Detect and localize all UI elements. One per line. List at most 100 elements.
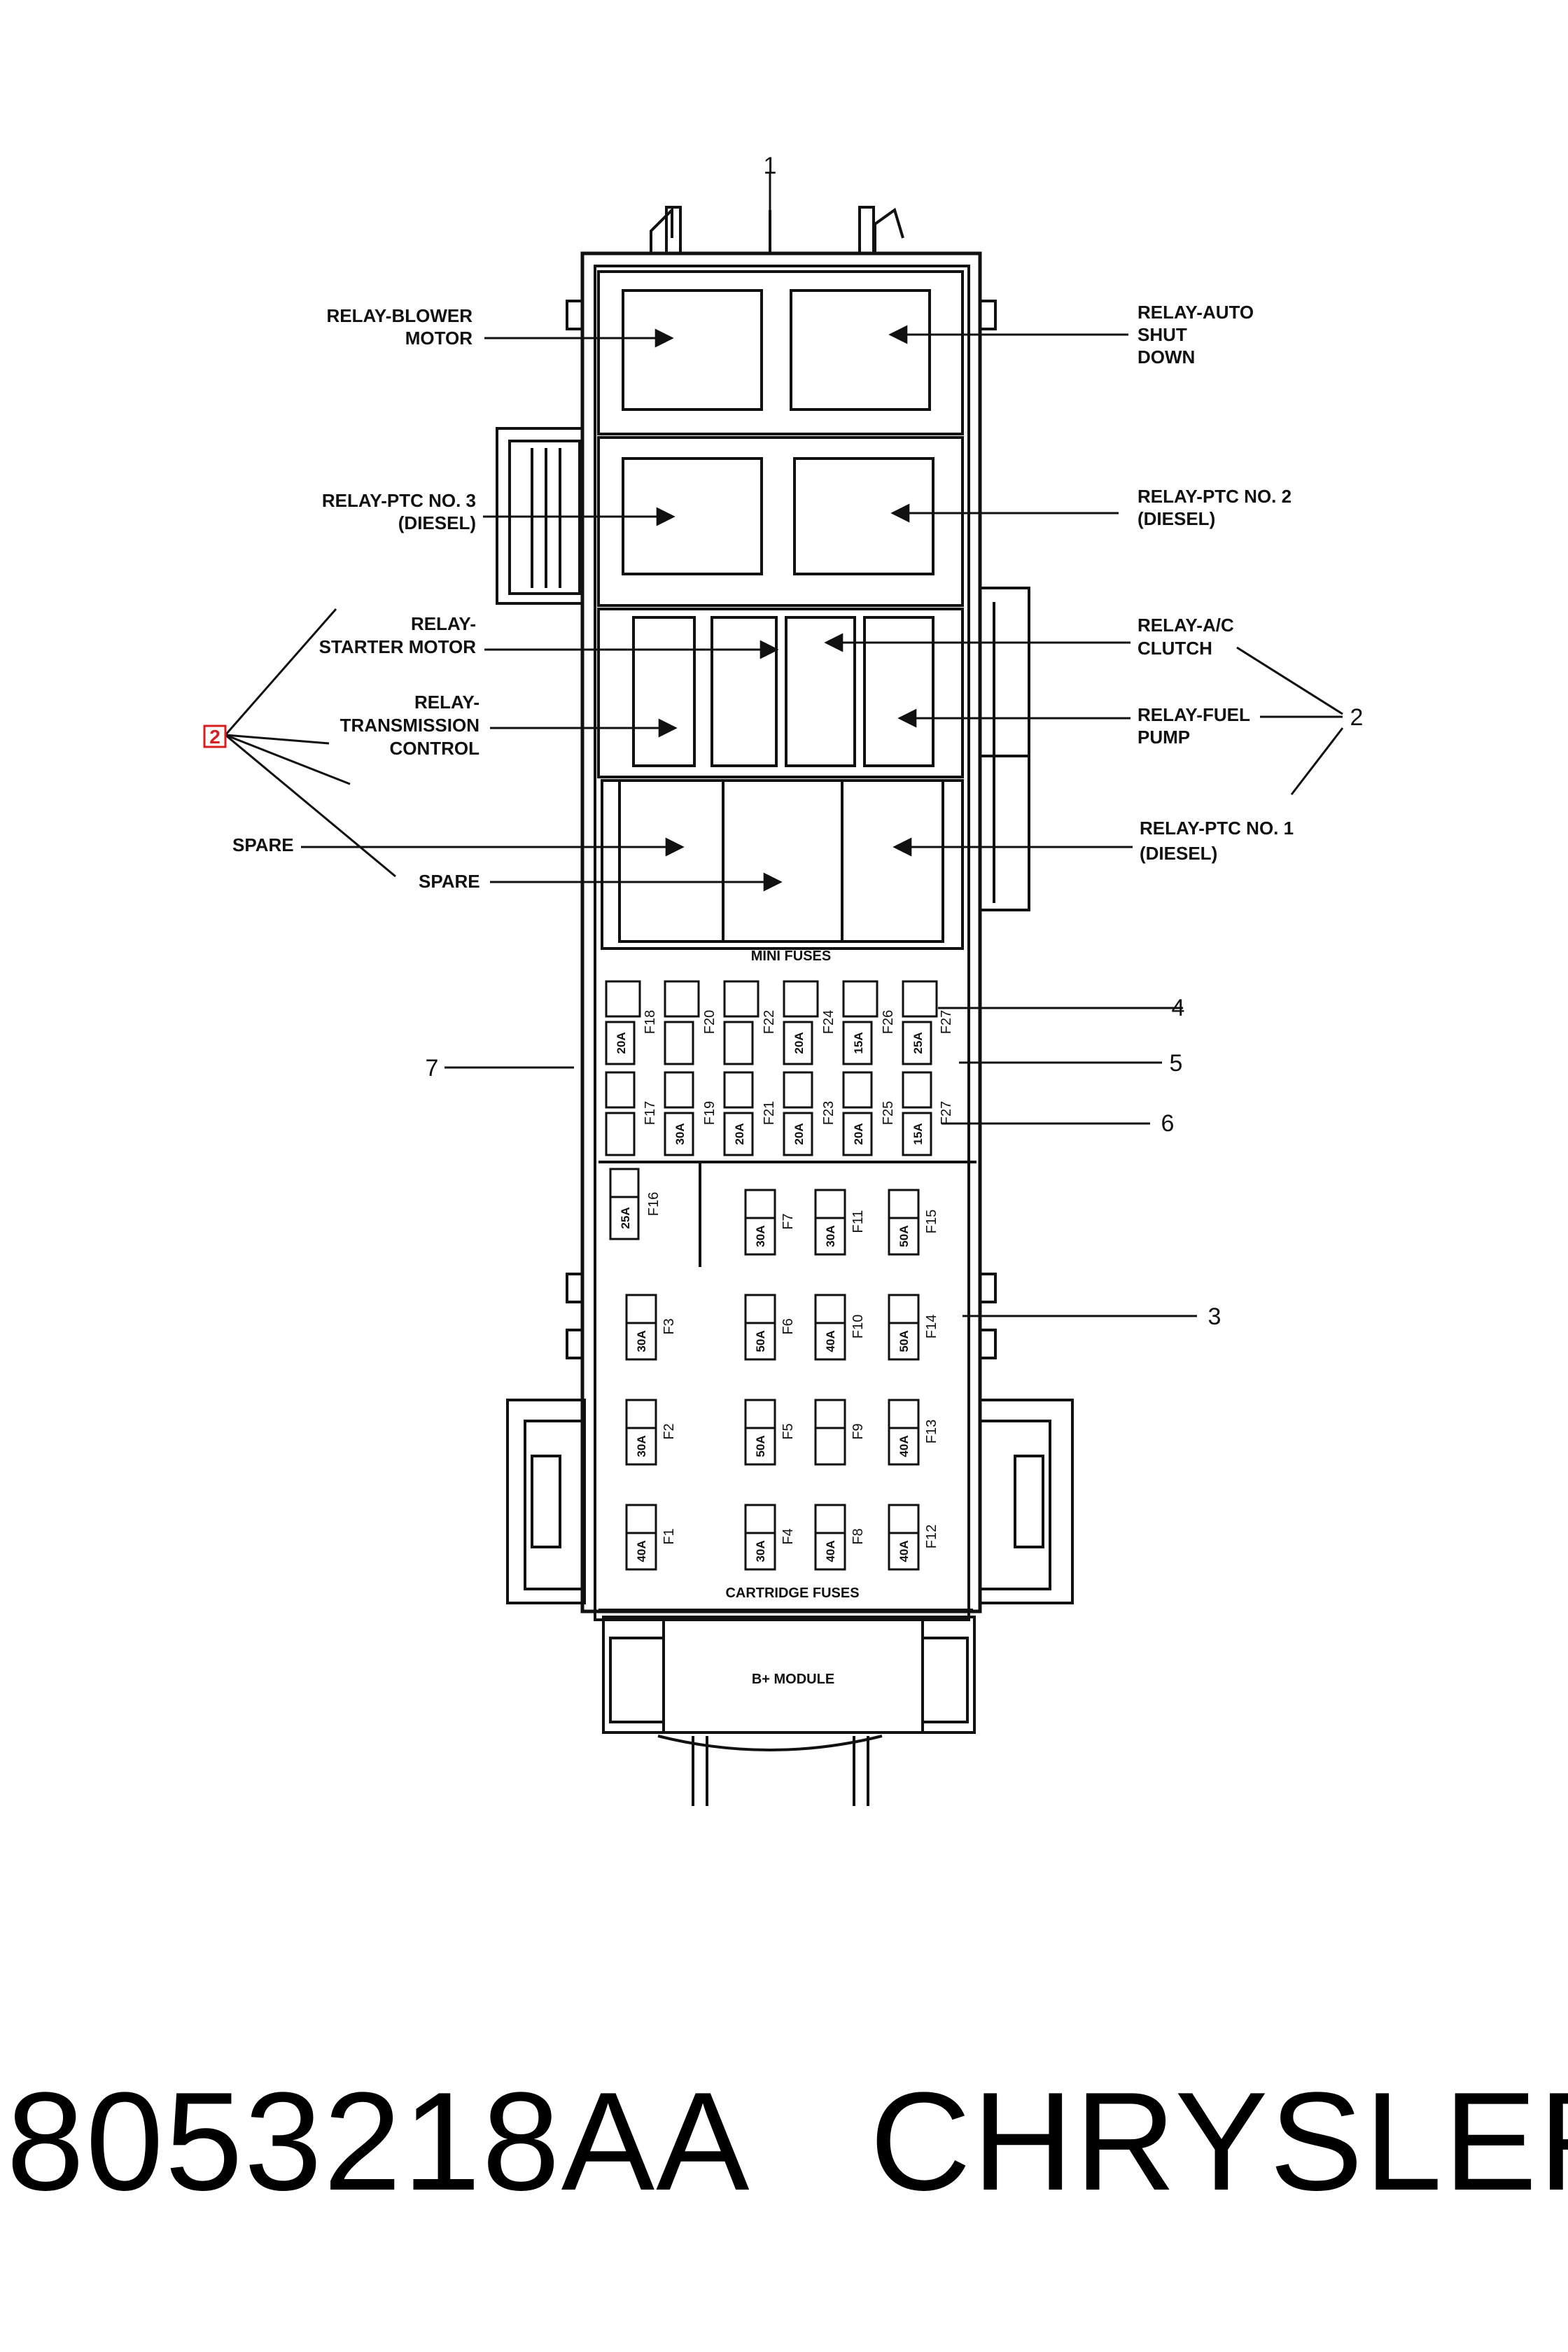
mini-id: F20 [702, 1010, 718, 1034]
mini-fuse-f20 [664, 1021, 694, 1065]
mini-fuse-f17 [605, 1112, 636, 1156]
mini-fuse-grid [605, 980, 938, 1240]
cart-rating: 40A [824, 1330, 837, 1352]
label-ptc1-1: RELAY-PTC NO. 1 [1140, 818, 1294, 839]
mini-id: F27 [939, 1010, 954, 1034]
mini-fuse-f24 [783, 1021, 813, 1065]
mini-rating: 25A [619, 1207, 632, 1228]
cartridge-fuse-labels: 30A F7 30A F11 50A F15 30A F3 50A F6 40A… [635, 1210, 939, 1562]
cartridge-fuse-f15 [888, 1217, 920, 1256]
cart-id: F11 [850, 1210, 866, 1233]
cart-id: F3 [662, 1318, 677, 1334]
mini-id: F22 [762, 1010, 777, 1034]
cartridge-fuse-f5 [744, 1427, 776, 1466]
cart-rating: 50A [754, 1330, 767, 1352]
cartridge-fuse-f1 [625, 1532, 657, 1571]
cart-id: F13 [924, 1420, 939, 1443]
callout-2-right: 2 [1350, 704, 1364, 731]
cartridge-fuse-f6 [744, 1322, 776, 1361]
cart-rating: 30A [635, 1435, 648, 1457]
cart-id: F1 [662, 1528, 677, 1544]
cartridge-fuse-f8 [814, 1532, 846, 1571]
cartridge-fuse-f14 [888, 1322, 920, 1361]
mini-rating: 20A [792, 1123, 806, 1144]
label-ptc2-1: RELAY-PTC NO. 2 [1138, 486, 1292, 507]
cart-rating: 50A [754, 1435, 767, 1457]
callout-1: 1 [764, 153, 777, 179]
label-trans-1: RELAY- [414, 692, 479, 713]
relay-blower-motor [622, 289, 763, 411]
cartridge-fuse-f12 [888, 1532, 920, 1571]
label-trans-2: TRANSMISSION [340, 715, 479, 736]
relay-sections [597, 270, 976, 1734]
mini-id: F25 [881, 1101, 896, 1125]
callout-6: 6 [1161, 1110, 1175, 1137]
cartridge-fuse-f3 [625, 1322, 657, 1361]
label-ac-2: CLUTCH [1138, 638, 1212, 659]
cart-id: F14 [924, 1315, 939, 1338]
mini-fuses-label: MINI FUSES [751, 948, 831, 964]
mini-fuse-f18 [605, 1021, 636, 1065]
mini-rating: 20A [615, 1032, 628, 1054]
part-footer: 68053218AA CHRYSLER [0, 2051, 1568, 2233]
callout-5: 5 [1170, 1050, 1183, 1077]
highlight-badge [203, 724, 227, 748]
mini-rating: 20A [792, 1032, 806, 1054]
cart-rating: 30A [754, 1225, 767, 1247]
cartridge-fuse-f7 [744, 1217, 776, 1256]
relay-transmission-control [632, 616, 696, 767]
relay-fuel-pump [863, 616, 934, 767]
brand-name: CHRYSLER [869, 2064, 1568, 2220]
mini-fuse-f25 [842, 1112, 873, 1156]
label-spare-1: SPARE [232, 834, 294, 855]
label-ptc3-2: (DIESEL) [398, 512, 476, 533]
mini-rating: 20A [733, 1123, 746, 1144]
cartridge-fuse-f4 [744, 1532, 776, 1571]
label-ac-1: RELAY-A/C [1138, 615, 1234, 636]
mini-fuse-f22 [723, 1021, 754, 1065]
cart-rating: 40A [897, 1435, 911, 1457]
cart-rating: 40A [824, 1540, 837, 1562]
part-number: 68053218AA [0, 2064, 751, 2220]
label-blower-2: MOTOR [405, 328, 473, 349]
mini-rating: 20A [852, 1123, 865, 1144]
mini-fuse-f23 [783, 1112, 813, 1156]
mini-id: F21 [762, 1101, 777, 1125]
mini-fuse-f21 [723, 1112, 754, 1156]
mini-fuse-f19 [664, 1112, 694, 1156]
mini-fuse-f26 [842, 1021, 873, 1065]
mini-id: F19 [702, 1101, 718, 1125]
mini-fuse-f27a [902, 1021, 932, 1065]
cartridge-fuse-f13 [888, 1427, 920, 1466]
cartridge-fuse-grid [625, 1189, 920, 1571]
label-blower-1: RELAY-BLOWER [327, 305, 473, 326]
cart-id: F7 [780, 1213, 796, 1229]
label-starter-2: STARTER MOTOR [319, 636, 477, 657]
mini-id: F23 [821, 1101, 836, 1125]
label-asd-2: SHUT [1138, 324, 1187, 345]
callout-3: 3 [1208, 1303, 1222, 1330]
cart-id: F8 [850, 1528, 866, 1544]
mini-id: F16 [646, 1192, 662, 1216]
cart-id: F6 [780, 1318, 796, 1334]
mini-rating: 15A [911, 1123, 925, 1144]
cart-rating: 40A [897, 1540, 911, 1562]
mini-id: F26 [881, 1010, 896, 1034]
mini-id: F18 [643, 1010, 658, 1034]
cartridge-fuse-f2 [625, 1427, 657, 1466]
mini-fuse-f27b [902, 1112, 932, 1156]
callout-4: 4 [1172, 995, 1185, 1021]
callout-7: 7 [426, 1055, 439, 1082]
label-trans-3: CONTROL [389, 738, 479, 759]
label-ptc1-2: (DIESEL) [1140, 843, 1217, 864]
callout-numbers: 1 2 2 3 4 5 6 7 [209, 153, 1363, 1330]
leader-lines [224, 174, 1344, 1317]
cart-rating: 50A [897, 1225, 911, 1247]
label-fuel-1: RELAY-FUEL [1138, 704, 1250, 725]
mini-rating: 30A [673, 1123, 687, 1144]
mini-fuse-f16 [609, 1196, 640, 1240]
b-plus-module-label: B+ MODULE [752, 1672, 834, 1687]
cart-rating: 30A [824, 1225, 837, 1247]
cart-id: F2 [662, 1423, 677, 1439]
